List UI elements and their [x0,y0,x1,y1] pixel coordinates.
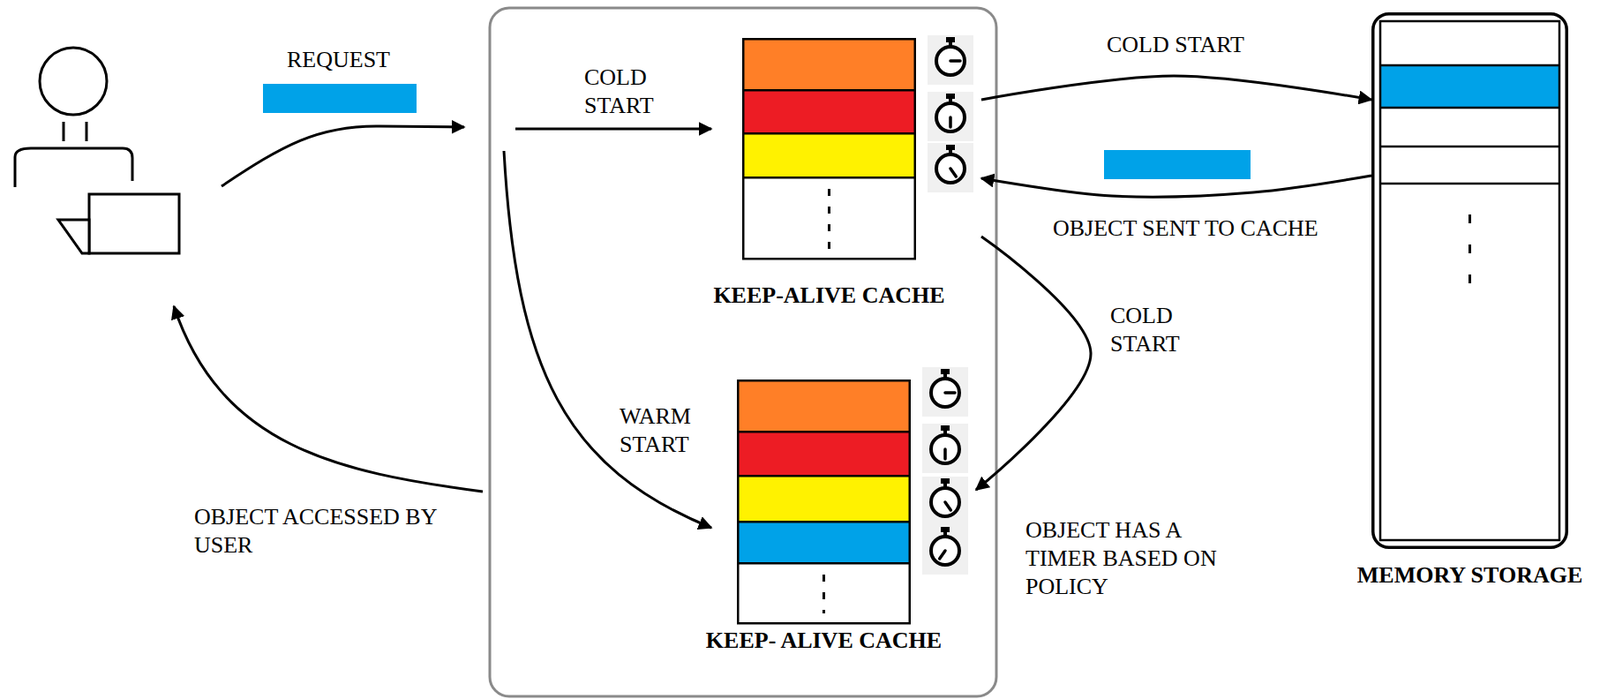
cache-drawing [736,379,977,623]
flow-label: OBJECT ACCESSED BY USER [194,503,459,560]
edge-label: COLD START [1110,301,1199,359]
component-heading: KEEP-ALIVE CACHE [713,281,945,310]
stopwatch-icon [927,35,974,85]
storage-housing [1373,14,1568,549]
stopwatch-face [931,378,960,407]
user-neck [62,121,66,142]
stopwatch-icon [922,367,969,417]
component-heading: KEEP- ALIVE CACHE [706,626,942,655]
stopwatch-icon [922,423,969,474]
stopwatch-face [931,435,960,464]
flow-arrow [981,175,1372,197]
icon-ground [927,142,974,193]
edge-label: COLD START [1106,30,1245,60]
stopwatch-hand [945,390,955,395]
stopwatch-face [936,154,965,183]
cache-slot [743,177,916,259]
stored-object [1380,65,1560,108]
cache-slot [737,380,910,432]
flow-arrow [981,75,1372,100]
cache-slot [743,133,916,178]
stopwatch-hand [943,449,947,459]
stopwatch-hand [939,550,946,559]
keep-alive-cache: KEEP- ALIVE CACHE [736,379,977,623]
cache-drawing [742,37,982,258]
stopwatch-icon [922,476,969,526]
cache-slot [737,475,910,522]
cache-slot [737,521,910,564]
laptop [89,194,180,254]
icon-ground [927,35,974,85]
flow-label: COLD START [584,63,673,121]
storage-inner [1380,21,1560,541]
laptop-screen [58,219,90,254]
user-neck [85,121,89,142]
keep-alive-cache: KEEP-ALIVE CACHE [742,37,982,258]
icon-ground [922,423,969,474]
stopwatch-hand [950,59,961,63]
request-object [262,83,417,113]
flow-arrow [976,236,1091,490]
stopwatch-hand [950,168,956,177]
flow-label: OBJECT HAS A TIMER BASED ON POLICY [1025,516,1238,601]
user-body [15,148,133,188]
cache-slot [743,38,916,91]
storage-slot-line [1380,64,1560,68]
sent-object [1104,150,1251,180]
storage-slot-line [1380,182,1560,186]
stopwatch-hand [948,117,953,128]
icon-ground [922,476,969,526]
memory-storage: MEMORY STORAGE [1371,12,1569,549]
storage-slot-line [1380,106,1560,110]
stopwatch-hand [945,502,951,511]
server-panel [489,7,997,697]
icon-ground [922,367,969,417]
ellipsis-dots [1468,214,1472,297]
stopwatch-icon [927,91,974,142]
stopwatch-face [931,536,960,565]
storage-drawing [1371,12,1569,549]
user-head [39,47,107,115]
stopwatch-face [936,46,965,76]
warm-start-arrow [503,150,712,528]
stopwatch-icon [922,525,969,575]
cache-slot [743,90,916,134]
stopwatch-icon [927,142,974,193]
icon-ground [922,525,969,575]
stopwatch-face [931,488,960,517]
cold-start-arrow [515,127,712,131]
stopwatch-face [936,103,965,132]
icon-ground [927,91,974,142]
edge-label: OBJECT SENT TO CACHE [1052,214,1319,243]
flow-label: WARM START [619,402,708,459]
cache-slot [737,563,910,624]
request-arrow [221,126,465,187]
cache-slot [737,431,910,476]
component-heading: MEMORY STORAGE [1357,561,1584,590]
ellipsis-dots [822,574,826,614]
ellipsis-dots [827,188,831,249]
access-arrow [173,306,483,492]
storage-slot-line [1380,145,1560,149]
flow-label: REQUEST [286,45,391,75]
